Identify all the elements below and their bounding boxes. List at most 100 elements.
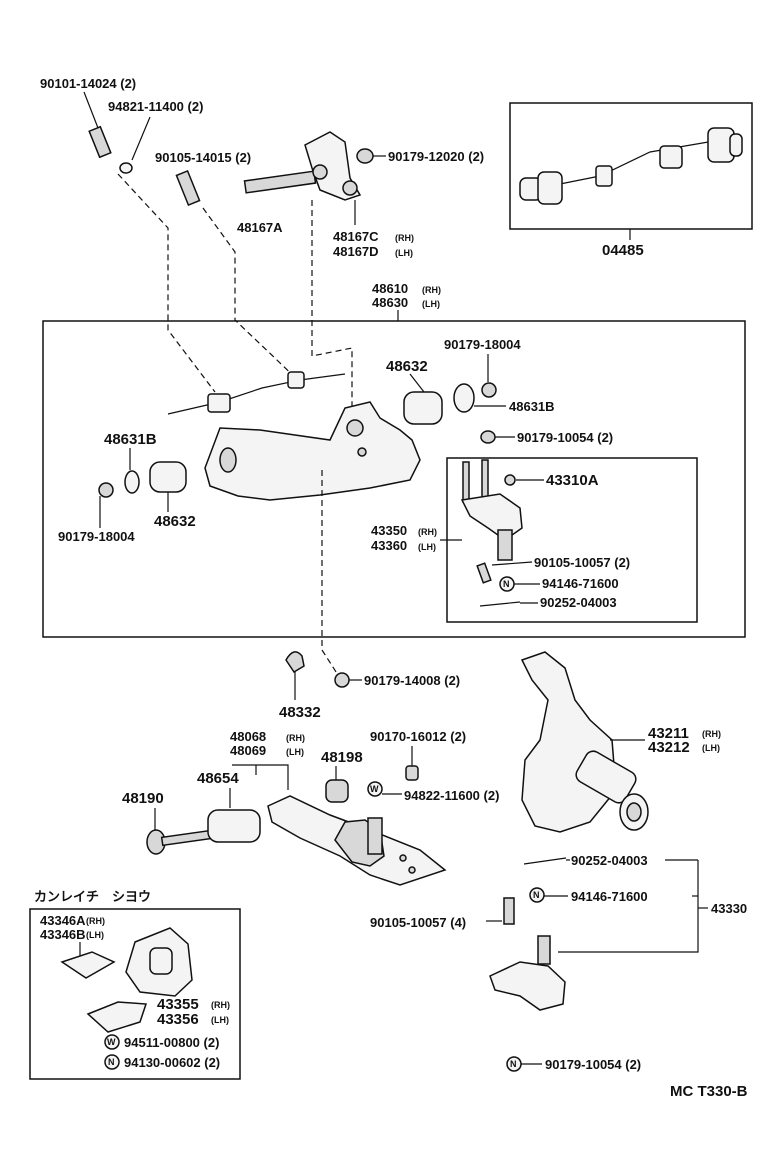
nut-90179-14008-group: 90179-14008 (2) bbox=[334, 672, 460, 688]
nut-icon bbox=[481, 382, 497, 398]
label-43310a: 43310A bbox=[546, 472, 599, 489]
label-04485: 04485 bbox=[602, 242, 644, 259]
nut-90179-10054-b-group: N 90179-10054 (2) bbox=[506, 1056, 641, 1072]
knuckle-43211-group: 43211 (RH) 43212 (LH) bbox=[520, 651, 721, 833]
label-48630: 48630 bbox=[372, 295, 408, 310]
camber-box bbox=[29, 908, 241, 1080]
label-43350-side: (RH) bbox=[418, 527, 437, 537]
marker-n-4: N bbox=[108, 1057, 115, 1067]
nut-icon bbox=[98, 482, 114, 498]
washer-94822-group: W 94822-11600 (2) bbox=[367, 781, 499, 803]
label-48167c-side: (RH) bbox=[395, 233, 414, 243]
washer-94821-icon bbox=[119, 162, 133, 174]
label-48167d-side: (LH) bbox=[395, 248, 413, 258]
label-43360-side: (LH) bbox=[418, 542, 436, 552]
bushing-48632-right-group: 48632 48631B 90179-18004 bbox=[386, 337, 555, 425]
bolt-48167a-icon bbox=[243, 170, 317, 194]
bushing-icon bbox=[537, 171, 563, 205]
label-90179-18004-left: 90179-18004 bbox=[58, 529, 135, 544]
label-94822: 94822-11600 (2) bbox=[404, 788, 499, 803]
label-43330: 43330 bbox=[711, 901, 747, 916]
label-90179-10054-b: 90179-10054 (2) bbox=[545, 1057, 641, 1072]
marker-w: W bbox=[370, 784, 379, 794]
bolt-48190-group: 48190 bbox=[122, 790, 212, 855]
label-43360: 43360 bbox=[371, 538, 407, 553]
lower-arm-assembly bbox=[267, 795, 447, 886]
label-48167c: 48167C bbox=[333, 229, 379, 244]
label-48190: 48190 bbox=[122, 790, 164, 807]
bushing-icon bbox=[403, 391, 443, 425]
label-48332: 48332 bbox=[279, 704, 321, 721]
figure-code: MC T330-B bbox=[670, 1083, 748, 1100]
marker-w-2: W bbox=[107, 1037, 116, 1047]
bumper-icon bbox=[325, 779, 349, 803]
label-48631b-left: 48631B bbox=[104, 431, 157, 448]
label-43346b: 43346B bbox=[40, 927, 86, 942]
bumper-48332-group: 48332 bbox=[279, 651, 321, 721]
camber-title: カンレイチ シヨウ bbox=[34, 889, 151, 904]
nut-icon bbox=[405, 765, 419, 781]
marker-n-3: N bbox=[510, 1059, 517, 1069]
label-90252-b: 90252-04003 bbox=[571, 853, 648, 868]
kit-04485-group: 04485 bbox=[509, 102, 753, 259]
label-48069-side: (LH) bbox=[286, 747, 304, 757]
nut-90179-10054-a-group: 90179-10054 (2) bbox=[480, 430, 613, 445]
label-43355-side: (RH) bbox=[211, 1000, 230, 1010]
nut-icon bbox=[356, 148, 374, 164]
label-90179-14008: 90179-14008 (2) bbox=[364, 673, 460, 688]
bolt-90101-icon bbox=[88, 125, 112, 159]
label-48610-side: (RH) bbox=[422, 285, 441, 295]
label-43211: 43211 bbox=[648, 725, 689, 742]
ball-joint-icon bbox=[489, 961, 566, 1011]
label-94146-b: 94146-71600 bbox=[571, 889, 648, 904]
label-90252-a: 90252-04003 bbox=[540, 595, 617, 610]
shim-icon bbox=[60, 951, 116, 979]
upper-arm-box bbox=[42, 320, 746, 638]
marker-n-2: N bbox=[533, 890, 540, 900]
ball-joint-icon bbox=[460, 493, 523, 541]
label-48630-side: (LH) bbox=[422, 299, 440, 309]
balljoint-43330-group: 90252-04003 N 94146-71600 43330 90105-10… bbox=[370, 853, 747, 1011]
camber-shim-group: 43346A (RH) 43346B (LH) 43355 (RH) 43356… bbox=[40, 913, 230, 1070]
label-90101: 90101-14024 (2) bbox=[40, 76, 136, 91]
bushing-48654-group: 48654 bbox=[197, 770, 261, 843]
label-43350: 43350 bbox=[371, 523, 407, 538]
label-94146-a: 94146-71600 bbox=[542, 576, 619, 591]
label-90179-10054-a: 90179-10054 (2) bbox=[517, 430, 613, 445]
label-43212: 43212 bbox=[648, 739, 690, 756]
label-48068-side: (RH) bbox=[286, 733, 305, 743]
label-48632-right: 48632 bbox=[386, 358, 428, 375]
label-94821: 94821-11400 (2) bbox=[108, 99, 203, 114]
label-43356-side: (LH) bbox=[211, 1015, 229, 1025]
label-43346b-side: (LH) bbox=[86, 930, 104, 940]
bolt-90105-14015-group: 90105-14015 (2) bbox=[155, 150, 251, 207]
bumper-48198-group: 48198 bbox=[321, 749, 363, 803]
bushing-icon bbox=[149, 461, 187, 493]
label-43355: 43355 bbox=[157, 996, 199, 1013]
bracket-48167-group: 48167A 48167C (RH) 48167D (LH) bbox=[237, 131, 414, 259]
label-94511: 94511-00800 (2) bbox=[124, 1035, 219, 1050]
bolt-90101-group: 90101-14024 (2) bbox=[40, 76, 136, 159]
label-90179-18004-right: 90179-18004 bbox=[444, 337, 521, 352]
label-43211-side: (RH) bbox=[702, 729, 721, 739]
label-48198: 48198 bbox=[321, 749, 363, 766]
shim-icon bbox=[86, 1001, 148, 1033]
stud-icon bbox=[537, 935, 551, 965]
kit-04485-box bbox=[509, 102, 753, 230]
label-90105-10057-a: 90105-10057 (2) bbox=[534, 555, 630, 570]
ball-joint-43350-group: 43310A 43350 (RH) 43360 (LH) 90105-10057… bbox=[371, 459, 630, 610]
nut-icon bbox=[480, 430, 496, 444]
bushing-icon bbox=[207, 809, 261, 843]
label-43356: 43356 bbox=[157, 1011, 199, 1028]
label-48610: 48610 bbox=[372, 281, 408, 296]
knuckle-icon bbox=[520, 651, 617, 833]
nut-icon bbox=[334, 672, 350, 688]
label-48631b-right: 48631B bbox=[509, 399, 555, 414]
label-43212-side: (LH) bbox=[702, 743, 720, 753]
bumper-icon bbox=[285, 651, 305, 674]
marker-n: N bbox=[503, 579, 510, 589]
label-48632-left: 48632 bbox=[154, 513, 196, 530]
label-90179-12020: 90179-12020 (2) bbox=[388, 149, 484, 164]
label-48654: 48654 bbox=[197, 770, 239, 787]
